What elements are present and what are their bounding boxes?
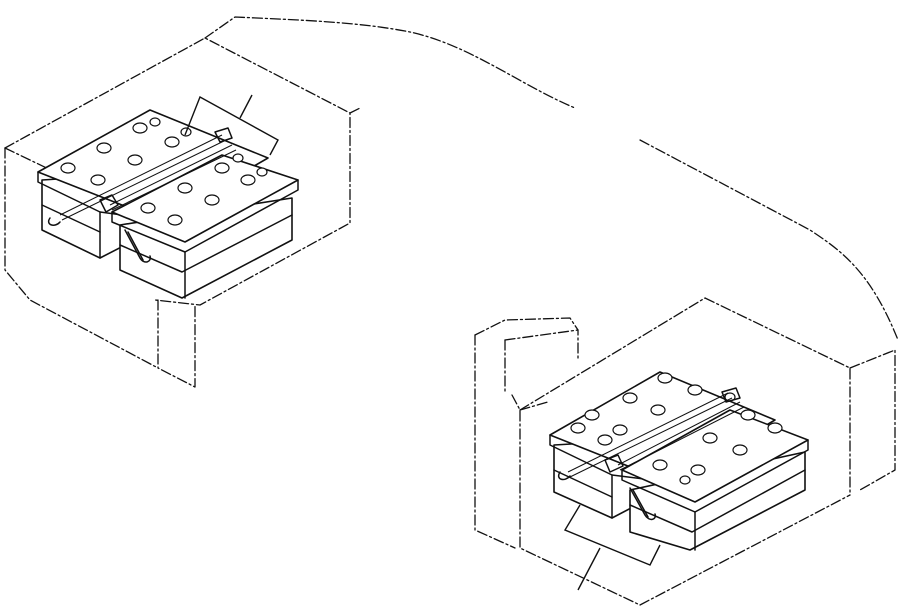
- upper-left-battery-assembly: [37, 94, 299, 299]
- battery-right-front: [621, 409, 809, 551]
- hold-down-clamp-right: [558, 387, 745, 521]
- part-leader-left: [184, 94, 279, 156]
- lower-right-battery-assembly: [549, 371, 809, 591]
- battery-left-back: [37, 109, 269, 259]
- cell-caps-left: [60, 117, 268, 226]
- cell-caps-right: [570, 372, 783, 485]
- machine-outline: [4, 16, 899, 606]
- hold-down-clamp-left: [48, 127, 237, 263]
- part-leader-right: [563, 504, 661, 591]
